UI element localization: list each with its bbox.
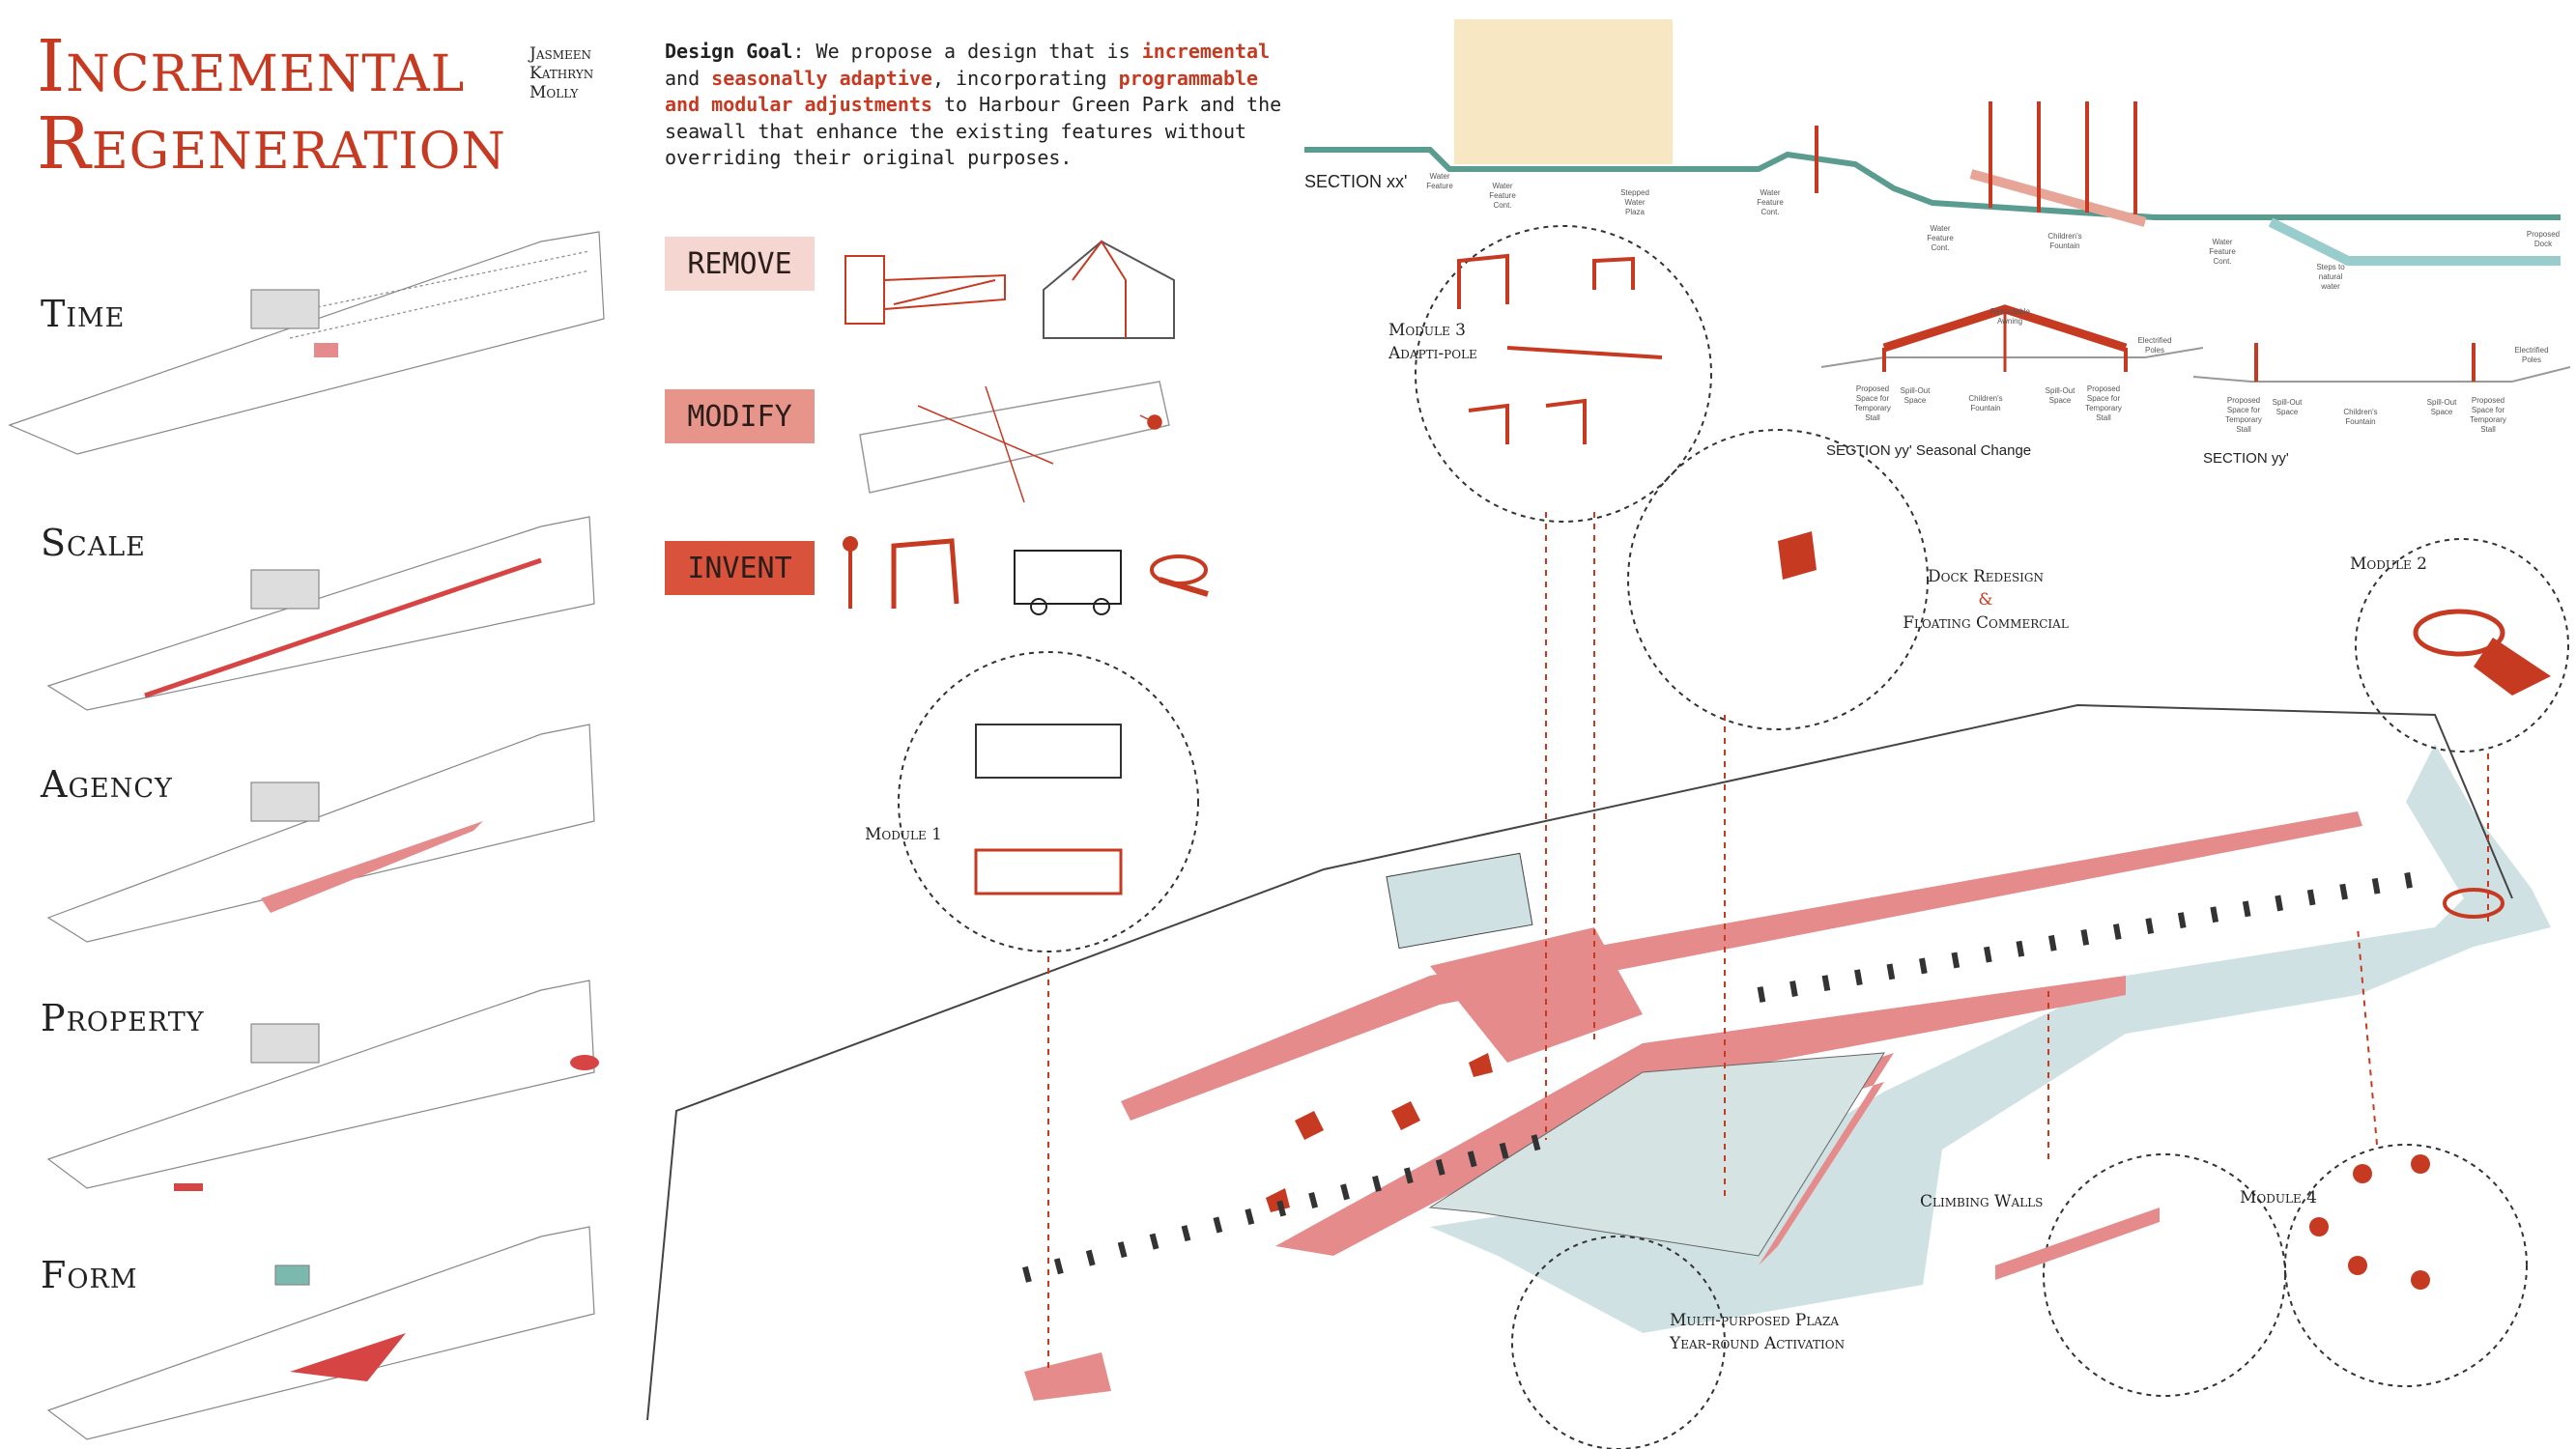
module-2-circle (2355, 538, 2569, 753)
goal-text: and (665, 66, 712, 90)
section-label: Electrified Poles (2137, 336, 2172, 355)
module-4-circle (2284, 1144, 2528, 1387)
module-1-circle (898, 651, 1199, 952)
section-label: Proposed Space for Temporary Stall (1854, 384, 1891, 422)
module-3-label: Module 3 Adapti-pole (1388, 319, 1477, 365)
section-label: Proposed Space for Temporary Stall (2470, 396, 2506, 434)
upper-promenade (1121, 811, 2362, 1121)
section-xx-drawing (1304, 19, 2561, 266)
section-label: Water Feature (1426, 172, 1453, 190)
callout-circles (898, 225, 2569, 1449)
modify-sketch (859, 381, 1170, 503)
goal-text: to Harbour Green Park and the seawall th… (665, 93, 1282, 169)
theme-agency: Agency (41, 763, 173, 806)
goal-text: , incorporating (931, 66, 1119, 90)
pavilions (1266, 1053, 1493, 1212)
thumb-form (46, 1226, 595, 1440)
section-xx-title: SECTION xx' (1304, 172, 1408, 191)
section-label: Water Feature Cont. (1489, 182, 1516, 210)
section-label: Children's Fountain (1968, 394, 2003, 412)
theme-thumbnails (8, 231, 605, 1440)
section-label: Proposed Dock (2526, 230, 2561, 248)
goal-highlight: seasonally adaptive (711, 66, 932, 90)
plaza-title: Multi-purposed Plaza (1670, 1311, 1840, 1330)
goal-highlight: programmable and modular adjustments (665, 66, 1259, 117)
climbing-walls-label: Climbing Walls (1920, 1192, 2044, 1211)
author: Jasmeen (530, 44, 592, 64)
theme-form: Form (41, 1254, 138, 1296)
module-2-structure (2443, 888, 2504, 919)
authors: Jasmeen Kathryn Molly (530, 44, 593, 102)
section-label: Water Feature Cont. (2209, 238, 2236, 266)
plaza-subtitle: Year-round Activation (1670, 1334, 1846, 1353)
design-goal-label: Design Goal (665, 40, 793, 63)
module-2-label: Module 2 (2350, 554, 2427, 574)
site-edge (646, 703, 2513, 1421)
section-label: Steps to natural water (2316, 263, 2345, 291)
goal-text: : We propose a design that is (792, 40, 1142, 63)
lower-promenade (1275, 976, 2126, 1256)
dock-label: Dock Redesign & Floating Commercial (1884, 565, 2087, 635)
theme-time: Time (41, 293, 126, 335)
author: Kathryn (530, 64, 594, 83)
section-label: Proposed Space for Temporary Stall (2225, 396, 2262, 434)
section-yy-drawing (2192, 343, 2571, 383)
central-plaza (1430, 927, 1643, 1063)
dock-ampersand: & (1978, 590, 1993, 610)
pool (1386, 852, 1533, 950)
section-label: Spill-Out Space (1900, 386, 1931, 405)
module-3-subtitle: Adapti-pole (1388, 344, 1477, 363)
remove-tag: REMOVE (665, 237, 815, 291)
tree-rows (1021, 871, 2418, 1283)
plaza-circle (1511, 1236, 1726, 1449)
thumb-agency (46, 724, 595, 943)
dock-subtitle: Floating Commercial (1903, 613, 2069, 633)
section-yy-title: SECTION yy' (2203, 450, 2289, 467)
invent-tag: INVENT (665, 541, 815, 595)
section-label: Spill-Out Space (2426, 398, 2457, 416)
section-label: Spill-Out Space (2272, 398, 2303, 416)
design-goal: Design Goal: We propose a design that is… (665, 39, 1302, 172)
section-label: Water Feature Cont. (1927, 224, 1954, 252)
section-label: Electrified Poles (2514, 346, 2549, 364)
module-3-circle (1415, 225, 1712, 523)
module-4-label: Module 4 (2240, 1188, 2317, 1208)
module-illustrations (974, 253, 2551, 1290)
theme-scale: Scale (41, 522, 146, 564)
section-label: Proposed Space for Temporary Stall (2085, 384, 2122, 422)
dock-circle (1627, 429, 1929, 730)
section-label: Spill-Out Space (2045, 386, 2075, 405)
title-line-1: Incremental (37, 25, 466, 108)
water-area (1430, 744, 2551, 1333)
leader-lines (1047, 512, 2489, 1372)
section-label: Stepped Water Plaza (1620, 188, 1649, 216)
section-label: Children's Fountain (2343, 408, 2378, 426)
section-label: Children's Fountain (2047, 232, 2082, 250)
section-label: Retractable Awning (1990, 307, 2030, 326)
site-plan (646, 703, 2551, 1421)
plaza-water (1428, 1052, 1885, 1257)
food-trucks (1024, 1352, 1111, 1401)
module-3-title: Module 3 (1388, 321, 1466, 340)
invent-sketch (843, 536, 1209, 615)
goal-highlight: incremental (1141, 40, 1271, 63)
author: Molly (530, 83, 579, 102)
module-1-label: Module 1 (865, 825, 942, 844)
section-yy-seasonal-drawing (1820, 304, 2204, 372)
thumb-property (46, 980, 599, 1191)
section-label: Water Feature Cont. (1757, 188, 1784, 216)
theme-property: Property (41, 997, 205, 1039)
remove-sketch (844, 240, 1175, 339)
title-line-2: Regeneration (37, 102, 506, 185)
modify-tag: MODIFY (665, 389, 815, 443)
section-yy-seasonal-title: SECTION yy' Seasonal Change (1826, 442, 2032, 459)
dock-title: Dock Redesign (1927, 567, 2044, 586)
thumb-scale (46, 516, 595, 711)
thumb-time (8, 231, 605, 455)
